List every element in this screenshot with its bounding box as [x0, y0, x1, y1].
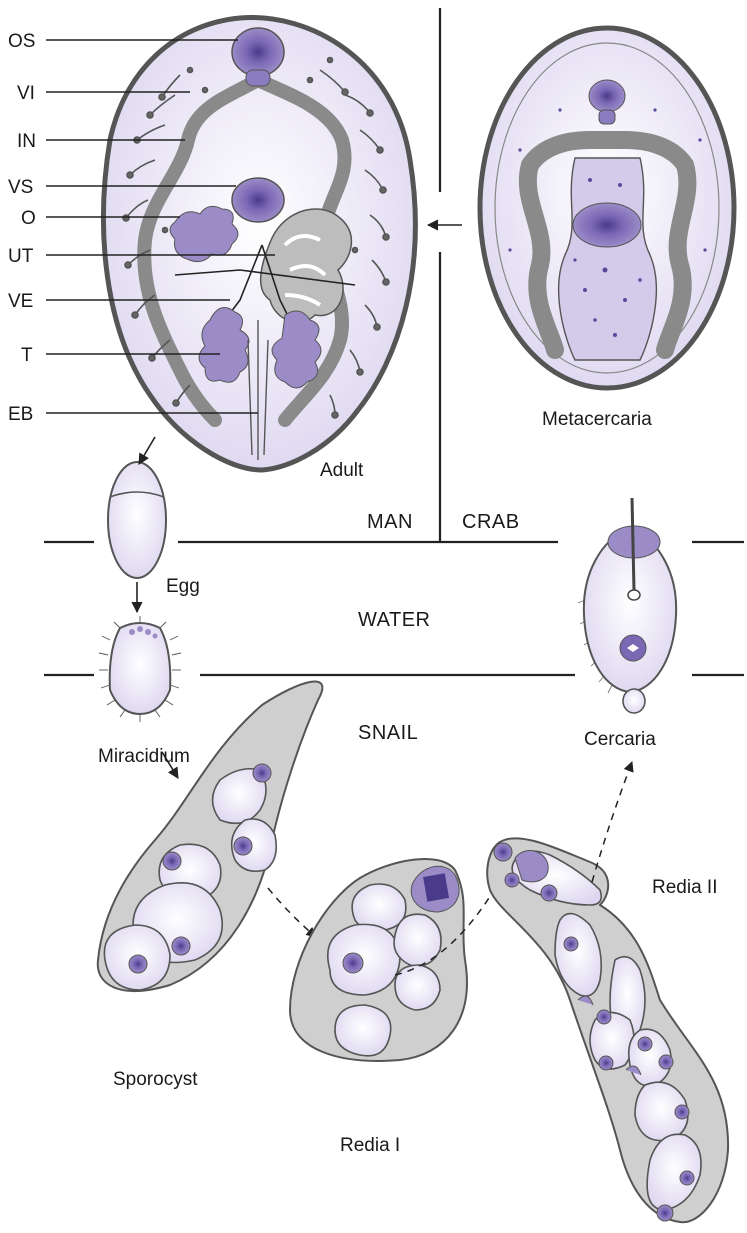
- label-crab: CRAB: [462, 511, 520, 533]
- label-o: O: [21, 208, 36, 229]
- miracidium: [99, 616, 181, 722]
- label-metacercaria: Metacercaria: [542, 409, 652, 430]
- redia-one: [290, 859, 467, 1061]
- metacercaria-ventral-sucker: [573, 203, 641, 247]
- label-adult: Adult: [320, 460, 364, 481]
- label-redia-two: Redia II: [652, 877, 717, 898]
- metacercaria: [480, 28, 734, 388]
- label-redia-one: Redia I: [340, 1135, 400, 1156]
- pharynx: [246, 70, 270, 86]
- ventral-sucker: [232, 178, 284, 222]
- label-vi: VI: [17, 83, 35, 104]
- label-in: IN: [17, 131, 36, 152]
- label-sporocyst: Sporocyst: [113, 1069, 198, 1090]
- label-miracidium: Miracidium: [98, 746, 190, 767]
- label-vs: VS: [8, 177, 33, 198]
- miracidium-body: [110, 623, 171, 714]
- label-water: WATER: [358, 609, 431, 631]
- environment-labels: MAN CRAB WATER SNAIL: [358, 511, 520, 744]
- sporocyst: [98, 681, 323, 990]
- cercaria-stylet: [632, 498, 634, 590]
- arrow-sporocyst-to-redia1: [268, 888, 316, 937]
- metacercaria-body: [559, 158, 657, 360]
- label-ut: UT: [8, 246, 34, 267]
- label-egg: Egg: [166, 576, 200, 597]
- arrow-redia2-to-cercaria: [592, 762, 632, 882]
- adult-fluke: [103, 17, 415, 470]
- anatomy-labels: OS VI IN VS O UT VE T EB: [8, 31, 36, 425]
- label-snail: SNAIL: [358, 722, 418, 744]
- arrow-adult-to-egg: [139, 437, 155, 464]
- egg: [108, 462, 166, 578]
- oral-sucker: [232, 28, 284, 76]
- label-cercaria: Cercaria: [584, 729, 656, 750]
- label-eb: EB: [8, 404, 33, 425]
- metacercaria-oral-sucker: [589, 80, 625, 112]
- cercaria-tail-stub: [623, 689, 645, 713]
- label-ve: VE: [8, 291, 33, 312]
- cercaria: [578, 498, 677, 713]
- label-os: OS: [8, 31, 35, 52]
- egg-shell: [108, 462, 166, 578]
- label-t: T: [21, 345, 33, 366]
- label-man: MAN: [367, 511, 413, 533]
